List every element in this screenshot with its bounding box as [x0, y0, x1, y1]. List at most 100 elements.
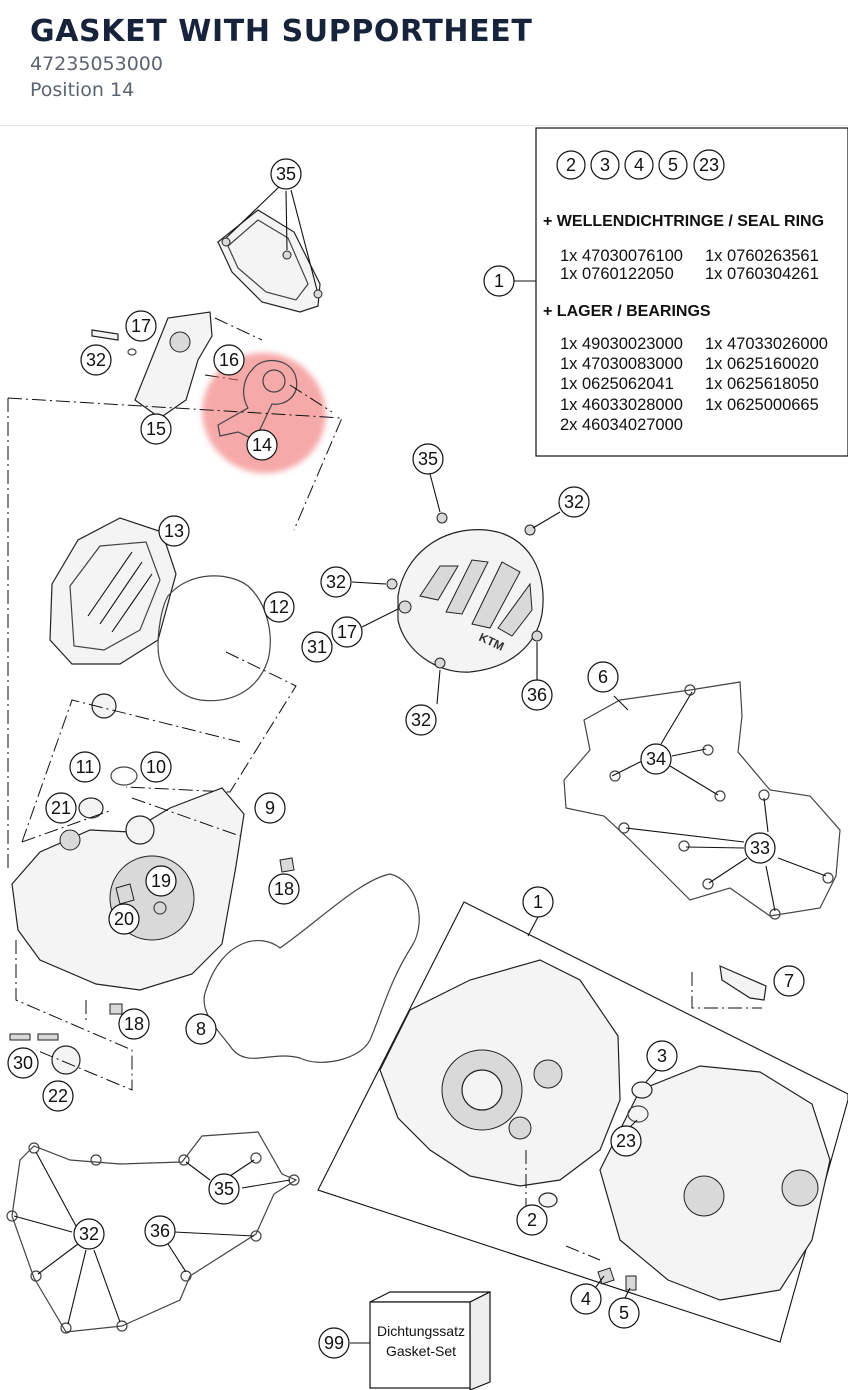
bearing-line-6: 1x 0625618050 — [705, 375, 819, 393]
callout-30[interactable]: 30 — [7, 1047, 39, 1079]
svg-text:32: 32 — [86, 350, 106, 370]
callout-7[interactable]: 7 — [773, 965, 805, 997]
callout-1-crankcase[interactable]: 1 — [522, 886, 554, 918]
seal-line-3: 1x 0760122050 — [560, 265, 674, 283]
svg-text:2: 2 — [566, 155, 576, 175]
ignition-cover — [49, 517, 177, 665]
callout-17-center[interactable]: 17 — [331, 616, 363, 648]
callout-36-gasket[interactable]: 36 — [144, 1215, 176, 1247]
callout-34[interactable]: 34 — [640, 743, 672, 775]
gasket-set-label-en: Gasket-Set — [386, 1343, 456, 1359]
svg-text:35: 35 — [418, 449, 438, 469]
callout-8[interactable]: 8 — [185, 1013, 217, 1045]
svg-text:5: 5 — [619, 1303, 629, 1323]
callout-22[interactable]: 22 — [42, 1080, 74, 1112]
svg-text:32: 32 — [326, 572, 346, 592]
page-header: GASKET WITH SUPPORTHEET 47235053000 Posi… — [0, 0, 848, 126]
callout-4[interactable]: 4 — [570, 1283, 602, 1315]
bearing-line-1: 1x 49030023000 — [560, 335, 683, 353]
callout-11[interactable]: 11 — [69, 751, 101, 783]
svg-text:17: 17 — [337, 622, 357, 642]
part-number: 47235053000 — [30, 53, 163, 75]
gasket-set-label-de: Dichtungssatz — [377, 1323, 465, 1339]
callout-12[interactable]: 12 — [263, 591, 295, 623]
position-label: Position 14 — [30, 79, 135, 101]
svg-text:20: 20 — [114, 909, 134, 929]
callout-6[interactable]: 6 — [587, 661, 619, 693]
svg-text:12: 12 — [269, 597, 289, 617]
callout-23[interactable]: 23 — [610, 1125, 642, 1157]
callout-legend-5[interactable]: 5 — [658, 150, 688, 180]
callout-35-center[interactable]: 35 — [412, 443, 444, 475]
callout-19[interactable]: 19 — [145, 865, 177, 897]
generator-cover: KTM — [386, 512, 544, 673]
highlighted-gasket-position-14 — [202, 352, 333, 474]
svg-text:16: 16 — [219, 350, 239, 370]
callout-35[interactable]: 35 — [270, 158, 302, 190]
callout-33[interactable]: 33 — [744, 832, 776, 864]
svg-text:22: 22 — [48, 1086, 68, 1106]
svg-text:99: 99 — [324, 1333, 344, 1353]
clutch-cover-gasket — [203, 873, 420, 1063]
water-pump-cover — [217, 185, 323, 313]
seal-line-2: 1x 0760263561 — [705, 247, 819, 265]
svg-text:13: 13 — [164, 521, 184, 541]
svg-text:17: 17 — [131, 316, 151, 336]
svg-text:33: 33 — [750, 838, 770, 858]
callout-20[interactable]: 20 — [108, 903, 140, 935]
callout-32-left[interactable]: 32 — [320, 566, 352, 598]
callout-35-gasket[interactable]: 35 — [208, 1173, 240, 1205]
seal-line-4: 1x 0760304261 — [705, 265, 819, 283]
svg-text:11: 11 — [76, 757, 95, 777]
callout-legend-4[interactable]: 4 — [624, 150, 654, 180]
svg-text:9: 9 — [265, 798, 275, 818]
callout-32-right[interactable]: 32 — [558, 486, 590, 518]
callout-32-gasket[interactable]: 32 — [73, 1218, 105, 1250]
svg-text:30: 30 — [13, 1053, 33, 1073]
svg-text:7: 7 — [784, 971, 794, 991]
bearing-line-5: 1x 0625062041 — [560, 375, 674, 393]
svg-text:32: 32 — [79, 1224, 99, 1244]
callout-legend-2[interactable]: 2 — [556, 150, 586, 180]
callout-legend-23[interactable]: 23 — [693, 149, 725, 181]
callout-16[interactable]: 16 — [213, 344, 245, 376]
callout-9[interactable]: 9 — [254, 792, 286, 824]
outer-cover-gasket — [6, 1131, 300, 1334]
callout-15[interactable]: 15 — [140, 413, 172, 445]
svg-text:36: 36 — [527, 685, 547, 705]
callout-99[interactable]: 99 — [318, 1327, 350, 1359]
svg-text:35: 35 — [276, 164, 296, 184]
callout-legend-3[interactable]: 3 — [590, 150, 620, 180]
svg-text:6: 6 — [598, 667, 608, 687]
crankcase — [317, 901, 848, 1343]
svg-text:1: 1 — [494, 271, 504, 291]
page-title: GASKET WITH SUPPORTHEET — [30, 14, 533, 49]
callout-14[interactable]: 14 — [246, 429, 278, 461]
callout-32[interactable]: 32 — [80, 344, 112, 376]
callout-32-bottom[interactable]: 32 — [405, 704, 437, 736]
parts-legend-box: + WELLENDICHTRINGE / SEAL RING 1x 470300… — [535, 127, 848, 457]
callout-36[interactable]: 36 — [521, 679, 553, 711]
callout-21[interactable]: 21 — [45, 792, 77, 824]
callout-5[interactable]: 5 — [608, 1297, 640, 1329]
svg-text:34: 34 — [646, 749, 666, 769]
svg-text:1: 1 — [533, 892, 543, 912]
svg-text:18: 18 — [274, 879, 294, 899]
svg-text:19: 19 — [151, 871, 171, 891]
seal-line-1: 1x 47030076100 — [560, 247, 683, 265]
bearing-line-7: 1x 46033028000 — [560, 396, 683, 414]
callout-2[interactable]: 2 — [516, 1204, 548, 1236]
callout-1[interactable]: 1 — [483, 265, 515, 297]
svg-text:31: 31 — [307, 637, 327, 657]
seal-ring-heading: + WELLENDICHTRINGE / SEAL RING — [543, 213, 824, 230]
callout-13[interactable]: 13 — [158, 515, 190, 547]
bearings-heading: + LAGER / BEARINGS — [543, 303, 711, 320]
callout-3[interactable]: 3 — [646, 1040, 678, 1072]
callout-17[interactable]: 17 — [125, 310, 157, 342]
callout-31[interactable]: 31 — [301, 631, 333, 663]
callout-10[interactable]: 10 — [140, 751, 172, 783]
callout-18-lower[interactable]: 18 — [118, 1008, 150, 1040]
svg-text:4: 4 — [634, 155, 644, 175]
svg-text:8: 8 — [196, 1019, 206, 1039]
callout-18[interactable]: 18 — [268, 873, 300, 905]
